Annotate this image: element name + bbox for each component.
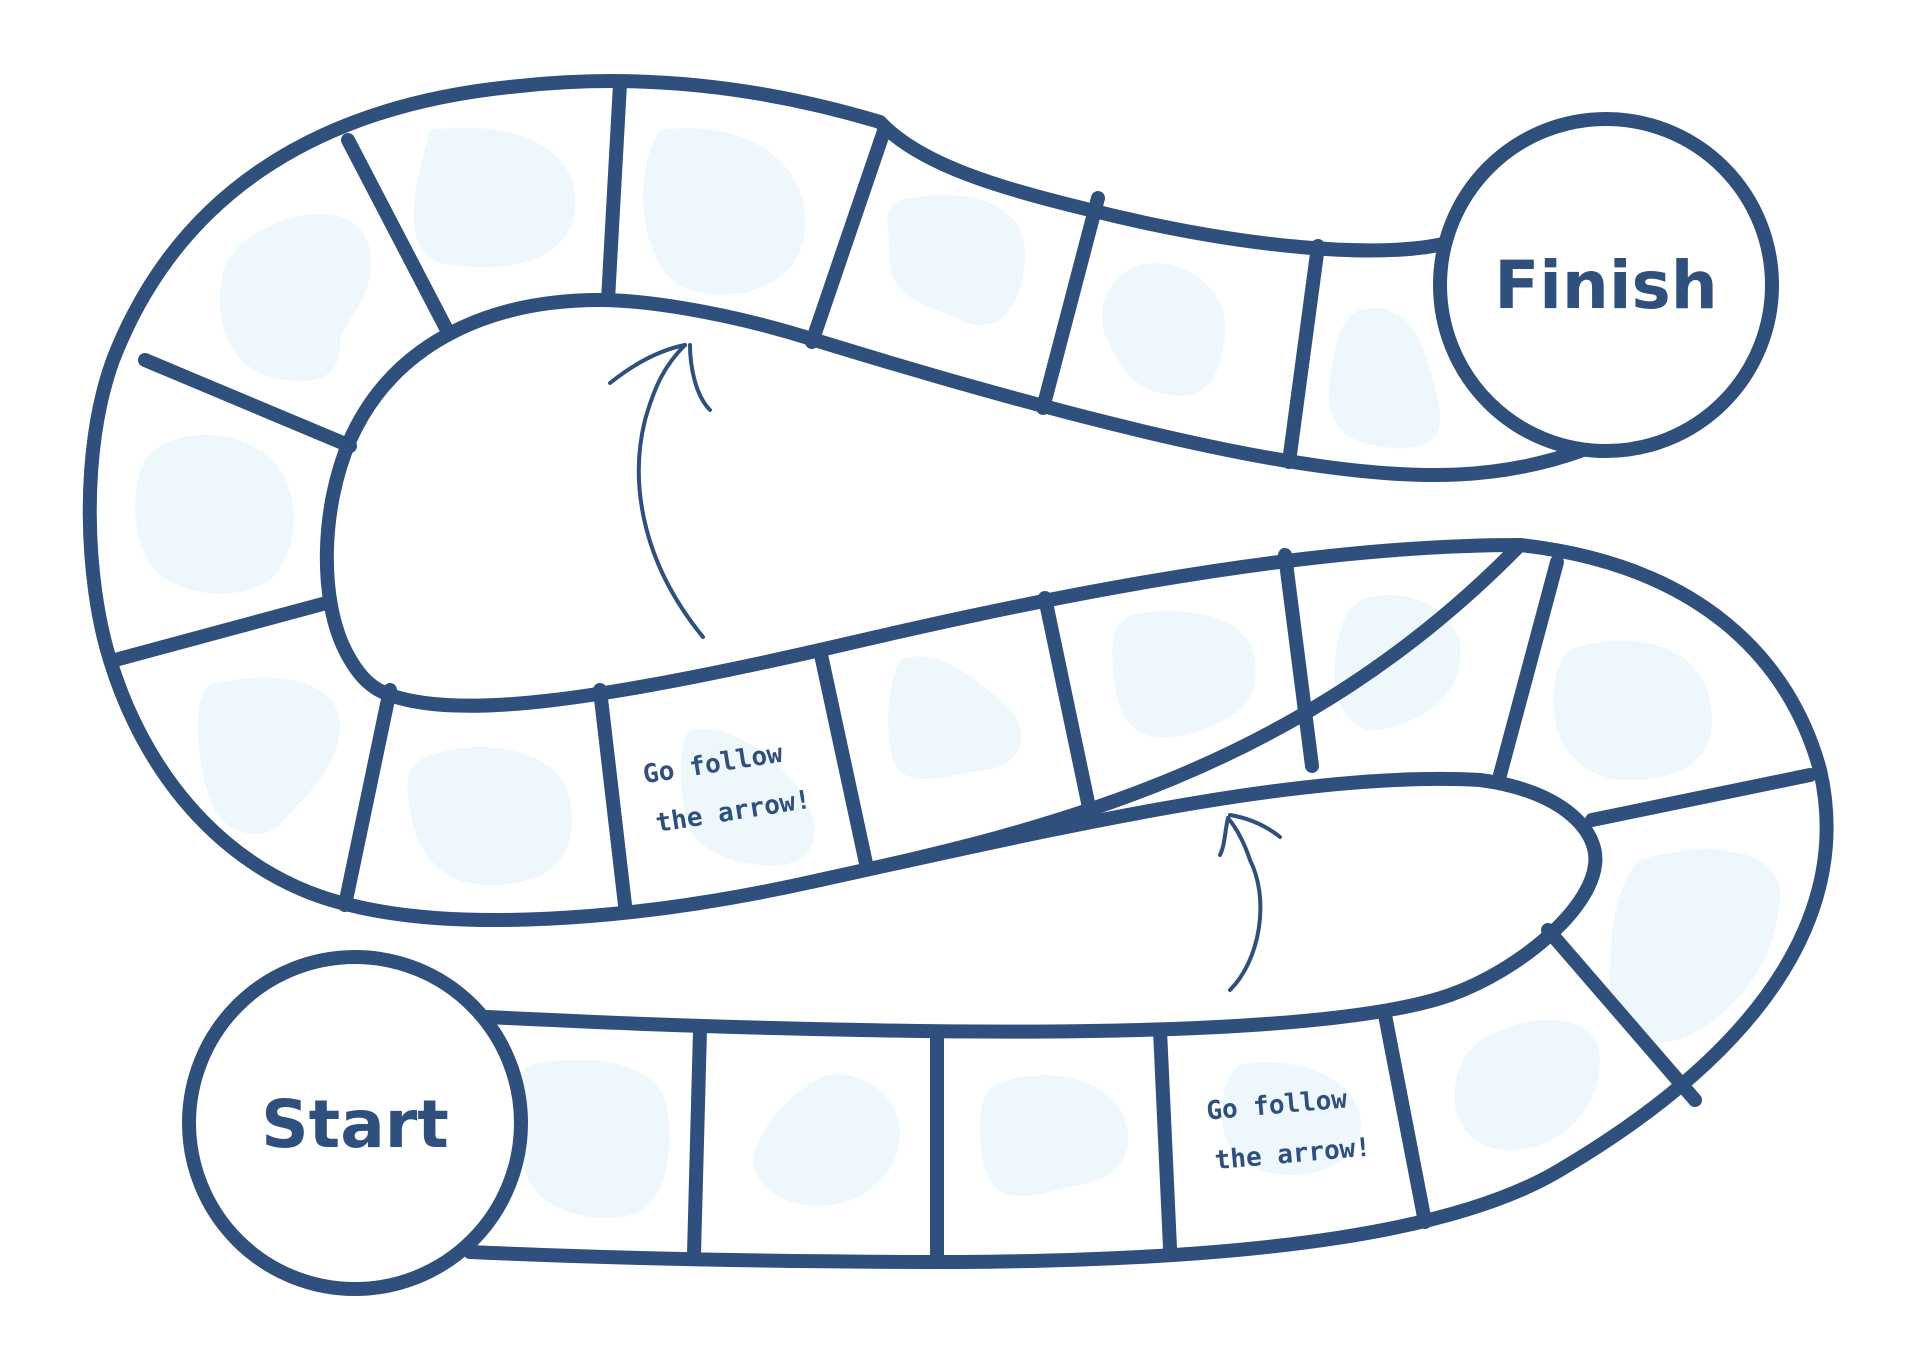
blob-shape xyxy=(407,747,572,886)
rung-line xyxy=(1378,1008,1432,1229)
arrow-head-right xyxy=(1228,813,1282,839)
rung-line xyxy=(341,133,455,339)
rung-line xyxy=(108,595,337,667)
arrow-shaft xyxy=(1226,816,1263,992)
blob-shape xyxy=(1221,1062,1362,1175)
finish-circle xyxy=(1433,112,1779,458)
rung-line xyxy=(338,683,397,912)
start-label: Start xyxy=(261,1086,449,1163)
rung-line xyxy=(1153,1023,1177,1255)
rung-line xyxy=(601,77,627,307)
blob-shape xyxy=(643,128,806,295)
blob-shape xyxy=(680,728,815,866)
track-outline xyxy=(82,73,1834,1269)
blob-shape xyxy=(1553,640,1712,781)
rung-line xyxy=(1541,923,1702,1107)
rung-line xyxy=(1278,548,1319,773)
blob-shape xyxy=(1454,1020,1600,1150)
outer-right-edge xyxy=(463,538,1834,1269)
arrow-lower xyxy=(1218,813,1282,992)
inner-right-edge xyxy=(480,771,1603,1039)
blob-shape xyxy=(980,1075,1129,1197)
blob-shape xyxy=(888,656,1022,780)
rung-line xyxy=(805,121,892,349)
rung-line xyxy=(813,643,874,875)
rung-line xyxy=(687,1023,707,1261)
blob-shape xyxy=(135,434,294,594)
finish-space[interactable]: Finish xyxy=(1433,112,1779,458)
space-decorations xyxy=(135,127,1781,1218)
rung-line xyxy=(593,683,632,912)
arrow-upper xyxy=(608,343,712,639)
arrow-head-left xyxy=(1218,816,1230,857)
rung-line xyxy=(1585,768,1817,827)
blob-shape xyxy=(413,127,576,268)
rung-line xyxy=(1036,191,1105,415)
blob-shape xyxy=(1112,610,1256,738)
blob-shape xyxy=(220,213,372,382)
arrow-head-left xyxy=(608,343,687,385)
blob-shape xyxy=(887,194,1026,326)
rung-line xyxy=(1038,591,1097,819)
blob-shape xyxy=(1329,308,1441,449)
blob-shape xyxy=(197,677,340,835)
blob-shape xyxy=(753,1074,900,1206)
arrow-head-right xyxy=(688,343,712,412)
arrow-shaft xyxy=(636,343,705,639)
blob-shape xyxy=(1101,263,1226,396)
rung-line xyxy=(1493,555,1564,782)
blob-shape xyxy=(517,1059,670,1218)
rung-line xyxy=(138,353,357,453)
start-circle xyxy=(182,950,528,1296)
finish-label: Finish xyxy=(1494,247,1718,324)
blob-shape xyxy=(1610,849,1781,1043)
start-space[interactable]: Start xyxy=(182,950,528,1296)
rung-line xyxy=(1282,239,1325,469)
